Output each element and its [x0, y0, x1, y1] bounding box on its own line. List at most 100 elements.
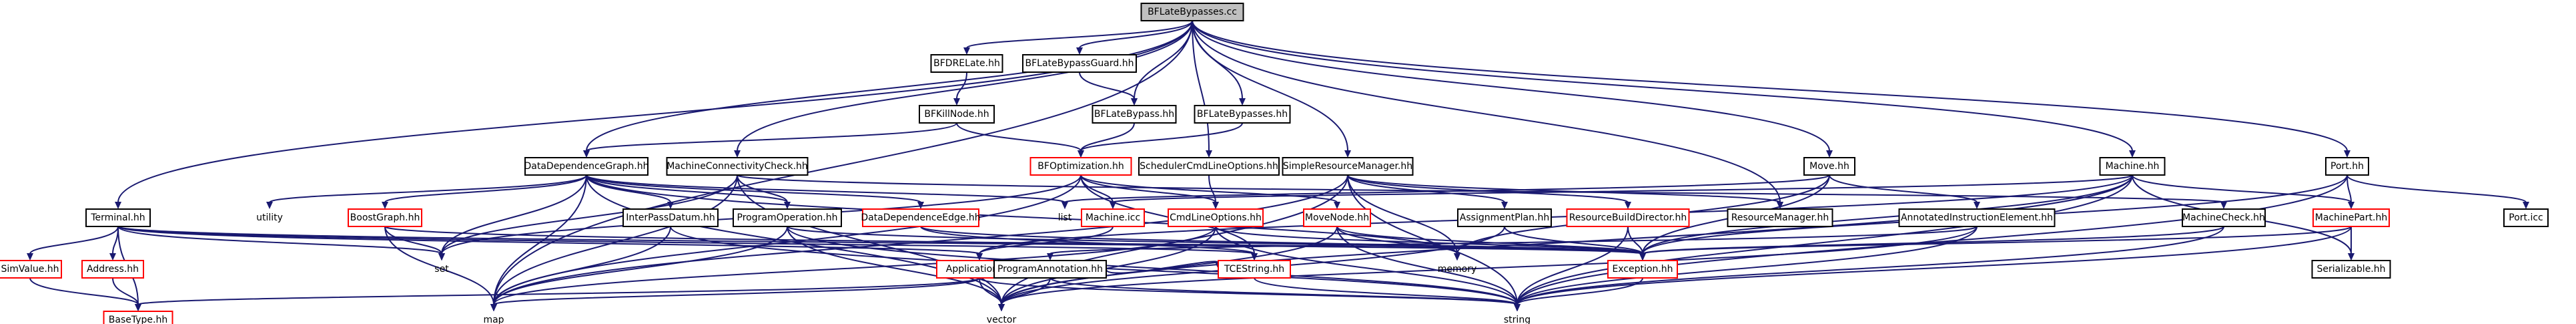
node-machcheck[interactable]: MachineCheck.hh [2182, 208, 2266, 227]
node-label-set: set [434, 264, 449, 275]
edge-mcc-to-machcheck [737, 174, 2227, 209]
node-bflatebypasses_hh[interactable]: BFLateBypasses.hh [1194, 105, 1291, 124]
edge-root-to-bfdrelate [963, 20, 1193, 55]
node-port[interactable]: Port.hh [2325, 157, 2369, 176]
edge-root-to-move [1192, 20, 1833, 158]
node-root[interactable]: BFLateBypasses.cc [1140, 3, 1244, 21]
edge-boostgraph-to-set [384, 226, 445, 261]
node-box-cmdline [1168, 208, 1264, 227]
node-mcc[interactable]: MachineConnectivityCheck.hh [666, 157, 809, 176]
node-label-address: Address.hh [87, 264, 139, 275]
edge-port-to-port_icc [2346, 174, 2529, 209]
edge-move-to-list [1061, 174, 1830, 209]
node-machine_icc[interactable]: Machine.icc [1081, 208, 1145, 227]
node-bfkillnode[interactable]: BFKillNode.hh [919, 105, 995, 124]
node-bflatebypass[interactable]: BFLateBypass.hh [1092, 105, 1177, 124]
node-resmgr[interactable]: ResourceManager.hh [1727, 208, 1833, 227]
node-label-resmgr: ResourceManager.hh [1731, 212, 1829, 223]
node-box-assignplan [1457, 208, 1552, 227]
edge-machpart-to-exception [1639, 226, 2352, 261]
node-label-vector: vector [987, 315, 1017, 324]
node-boostgraph[interactable]: BoostGraph.hh [348, 208, 422, 227]
node-label-movenode: MoveNode.hh [1305, 212, 1369, 223]
node-label-terminal: Terminal.hh [90, 212, 145, 223]
node-box-machine [2099, 157, 2166, 176]
edge-annot-to-progannot [1047, 226, 1978, 261]
node-machpart[interactable]: MachinePart.hh [2312, 208, 2390, 227]
edge-ddg-to-ddedge [586, 174, 924, 209]
node-label-machine: Machine.hh [2106, 161, 2160, 172]
node-address[interactable]: Address.hh [81, 260, 144, 279]
node-ddedge[interactable]: DataDependenceEdge.hh [861, 208, 981, 227]
node-label-bflatebypassguard: BFLateBypassGuard.hh [1025, 58, 1134, 69]
node-utility: utility [256, 212, 283, 223]
node-exception[interactable]: Exception.hh [1607, 260, 1678, 279]
node-srm[interactable]: SimpleResourceManager.hh [1282, 157, 1414, 176]
node-label-port_icc: Port.icc [2509, 212, 2543, 223]
node-label-mcc: MachineConnectivityCheck.hh [667, 161, 808, 172]
node-box-srm [1282, 157, 1414, 176]
node-label-rbd: ResourceBuildDirector.hh [1569, 212, 1687, 223]
node-serializable[interactable]: Serializable.hh [2311, 260, 2391, 279]
node-progop[interactable]: ProgramOperation.hh [733, 208, 842, 227]
node-ddg[interactable]: DataDependenceGraph.hh [524, 157, 649, 176]
edge-terminal-to-address [109, 226, 119, 261]
node-box-port [2325, 157, 2369, 176]
node-box-bfkillnode [919, 105, 995, 124]
node-label-machpart: MachinePart.hh [2315, 212, 2387, 223]
edge-exception-to-string [1514, 277, 1643, 311]
node-assignplan[interactable]: AssignmentPlan.hh [1457, 208, 1552, 227]
node-annot[interactable]: AnnotatedInstructionElement.hh [1898, 208, 2056, 227]
node-tcestring[interactable]: TCEString.hh [1218, 260, 1291, 279]
node-bflatebypassguard[interactable]: BFLateBypassGuard.hh [1022, 54, 1137, 73]
node-interpass[interactable]: InterPassDatum.hh [622, 208, 719, 227]
node-label-utility: utility [256, 212, 283, 223]
node-label-progannot: ProgramAnnotation.hh [997, 264, 1103, 275]
edge-machpart-to-serializable [2348, 226, 2354, 261]
node-rbd[interactable]: ResourceBuildDirector.hh [1566, 208, 1690, 227]
node-box-bflatebypasses_hh [1194, 105, 1291, 124]
node-schedcmd[interactable]: SchedulerCmdLineOptions.hh [1138, 157, 1280, 176]
node-box-resmgr [1727, 208, 1833, 227]
edge-srm-to-rbd [1347, 174, 1631, 209]
node-vector: vector [987, 315, 1017, 324]
node-label-map: map [483, 315, 504, 324]
edge-machine_icc-to-application [976, 226, 1114, 261]
edge-root-to-port [1192, 20, 2350, 158]
node-simvalue[interactable]: SimValue.hh [0, 260, 62, 279]
node-movenode[interactable]: MoveNode.hh [1303, 208, 1371, 227]
edge-bfdrelate-to-bfkillnode [953, 71, 967, 106]
node-bfdrelate[interactable]: BFDRELate.hh [930, 54, 1003, 73]
node-box-address [81, 260, 144, 279]
edge-ddg-to-interpass [586, 174, 674, 209]
edge-bflatebypasses_hh-to-bfopt [1078, 122, 1243, 158]
edge-bfopt-to-cmdline [1080, 174, 1219, 209]
node-port_icc[interactable]: Port.icc [2503, 208, 2549, 227]
edge-port-to-machpart [2346, 174, 2354, 209]
node-label-bflatebypasses_hh: BFLateBypasses.hh [1197, 109, 1288, 120]
node-label-memory: memory [1438, 264, 1477, 275]
node-terminal[interactable]: Terminal.hh [85, 208, 151, 227]
node-box-bfopt [1029, 157, 1132, 176]
node-machine[interactable]: Machine.hh [2099, 157, 2166, 176]
edge-terminal-to-simvalue [27, 226, 119, 261]
node-label-srm: SimpleResourceManager.hh [1283, 161, 1412, 172]
edge-progannot-to-vector [998, 277, 1051, 311]
node-box-serializable [2311, 260, 2391, 279]
node-box-rbd [1566, 208, 1690, 227]
node-basetype[interactable]: BaseType.hh [103, 311, 173, 324]
node-box-move [1803, 157, 1855, 176]
node-box-simvalue [0, 260, 62, 279]
node-move[interactable]: Move.hh [1803, 157, 1855, 176]
node-progannot[interactable]: ProgramAnnotation.hh [993, 260, 1107, 279]
edge-ddg-to-list [586, 174, 1068, 209]
edge-mcc-to-progop [737, 174, 791, 209]
edge-bflatebypass-to-bfopt [1078, 122, 1135, 158]
node-label-basetype: BaseType.hh [109, 315, 167, 324]
node-cmdline[interactable]: CmdLineOptions.hh [1168, 208, 1264, 227]
node-label-interpass: InterPassDatum.hh [626, 212, 715, 223]
node-bfopt[interactable]: BFOptimization.hh [1029, 157, 1132, 176]
node-label-progop: ProgramOperation.hh [737, 212, 838, 223]
edge-root-to-schedcmd [1192, 20, 1212, 158]
